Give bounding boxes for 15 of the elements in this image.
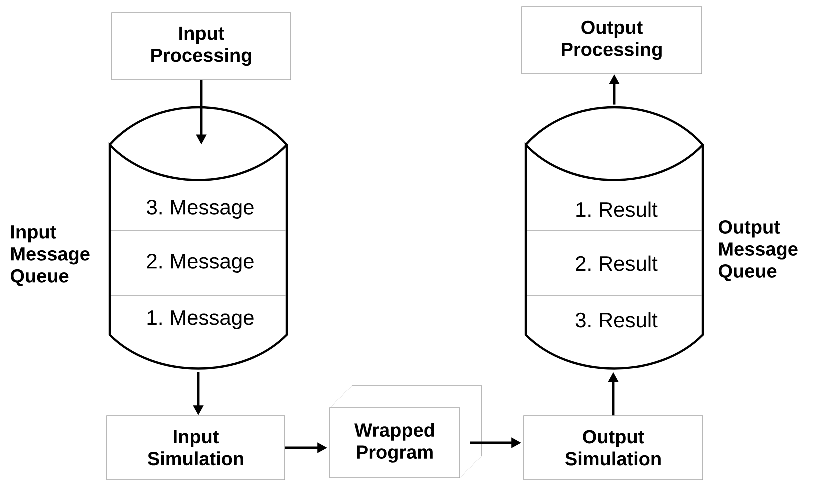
queue-label: Output Message Queue	[719, 220, 798, 282]
process-box: Input Processing	[112, 12, 292, 80]
queue-slot: 2. Message	[147, 254, 254, 274]
queue-label: Input Message Queue	[11, 226, 90, 286]
queue-cylinder	[524, 106, 704, 370]
process-box: Output Simulation	[524, 416, 704, 480]
process-box: Output Processing	[522, 6, 702, 74]
queue-slot: 1. Result	[576, 202, 658, 218]
process-box: Input Simulation	[106, 416, 286, 480]
program-box: Wrapped Program	[330, 386, 482, 478]
queue-slot: 3. Message	[147, 200, 254, 220]
queue-slot: 3. Result	[576, 312, 658, 328]
queue-cylinder	[108, 106, 288, 370]
queue-slot: 1. Message	[148, 310, 254, 330]
queue-slot: 2. Result	[576, 256, 658, 272]
